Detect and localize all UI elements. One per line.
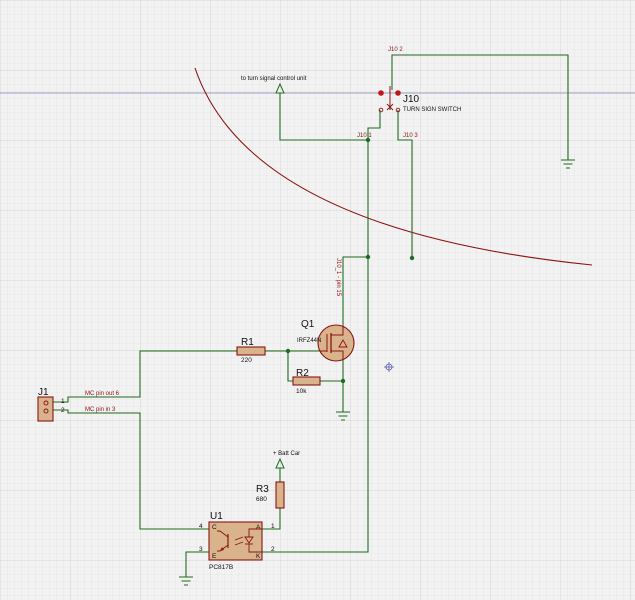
u1-value: PC817B (209, 564, 233, 571)
j10-pin3-label: J10 3 (403, 133, 418, 139)
u1-pin-k: K (256, 553, 261, 560)
wires (48, 54, 569, 577)
r2-ref: R2 (296, 368, 309, 379)
signal-label: to turn signal control unit (241, 76, 307, 82)
r1-ref: R1 (241, 337, 254, 348)
j10-ref: J10 (403, 94, 420, 105)
u1-num1: 1 (271, 523, 275, 530)
u1-light-arrow-icon (234, 541, 244, 546)
junction-dot (340, 378, 346, 384)
u1-optocoupler[interactable]: U1 PC817B C E A K 4 3 1 2 (199, 511, 275, 571)
wire-j10-2[interactable] (391, 54, 569, 160)
j10-value: TURN SIGN SWITCH (403, 107, 461, 113)
ground-symbol-right (561, 159, 575, 169)
junction-dot (285, 348, 291, 354)
u1-transistor-collector (217, 530, 229, 538)
u1-pin-a: A (256, 524, 261, 531)
j1-connector[interactable]: J1 1 2 MC pin out 6 MC pin in 3 (37, 387, 120, 422)
j1-pin-hole (43, 408, 49, 414)
j1-pin-hole (43, 400, 49, 406)
j10-contact (395, 90, 401, 96)
r2-resistor[interactable]: R2 10k (292, 368, 321, 395)
junction-dot (365, 137, 371, 143)
q1-drain-lead (331, 325, 344, 336)
q1-source-lead (331, 350, 344, 360)
u1-num3: 3 (199, 546, 203, 553)
r3-resistor[interactable]: R3 680 (256, 481, 285, 509)
wire-j1-u1[interactable] (48, 409, 209, 530)
u1-num4: 4 (199, 523, 203, 530)
r1-resistor[interactable]: R1 220 (236, 337, 266, 364)
q1-body (317, 324, 355, 362)
r3-value: 680 (256, 496, 267, 503)
r2-body (292, 376, 321, 386)
u1-led-leads (248, 528, 262, 537)
j10-pin (395, 107, 401, 113)
r2-value: 10k (296, 388, 307, 395)
j10-pin2-label: J10 2 (388, 47, 403, 53)
j10-arm (386, 103, 394, 111)
signal-port[interactable]: to turn signal control unit (241, 76, 307, 94)
j10-switch[interactable]: J10 TURN SIGN SWITCH J10 2 J10 1 J10 3 (357, 47, 461, 139)
q1-ref: Q1 (301, 319, 315, 330)
wire-j10-3[interactable] (397, 110, 413, 258)
r1-value: 220 (241, 357, 252, 364)
batt-arrow-icon (275, 457, 285, 469)
crosshair-icon (384, 362, 394, 372)
wire-gate-r2[interactable] (287, 351, 293, 382)
j1-pin1-num: 1 (61, 398, 65, 405)
u1-ref: U1 (210, 511, 223, 522)
u1-led-leads (248, 544, 262, 553)
wire-q1-drain[interactable] (342, 256, 368, 325)
r3-ref: R3 (256, 484, 269, 495)
junction-dot (365, 254, 371, 260)
j1-net2-label: MC pin in 3 (85, 407, 116, 413)
j10-1-net-label: J10_1 - pin 15 (335, 258, 341, 297)
j1-ref: J1 (38, 387, 49, 398)
r3-body (275, 481, 285, 509)
j1-pin2-num: 2 (61, 407, 65, 414)
q1-diode-icon (338, 339, 348, 348)
u1-emitter-arrow-icon (220, 547, 224, 551)
j10-contact (378, 90, 384, 96)
j10-pin1-label: J10 1 (357, 133, 372, 139)
junctions (285, 137, 415, 384)
ground-symbol-left (179, 576, 193, 586)
u1-body (208, 521, 263, 561)
ground-symbol-middle (336, 411, 350, 421)
j1-net1-label: MC pin out 6 (85, 391, 120, 397)
wire-u1-gnd[interactable] (185, 551, 209, 577)
wire-r1-j1[interactable] (48, 350, 237, 403)
wire-r3-u1[interactable] (262, 508, 281, 530)
batt-port[interactable]: + Batt Car (273, 451, 300, 469)
wire-j10-1[interactable] (262, 110, 381, 553)
r1-body (236, 346, 266, 356)
j10-pin (378, 107, 384, 113)
batt-label: + Batt Car (273, 451, 300, 457)
q1-value: IRFZ44N (297, 338, 321, 344)
u1-num2: 2 (271, 546, 275, 553)
signal-arrow-icon (275, 82, 285, 94)
u1-light-arrow-icon (234, 536, 244, 541)
u1-pin-c: C (212, 524, 217, 531)
board-outline-arc[interactable] (194, 67, 593, 266)
junction-dot (409, 255, 415, 261)
wire-signal[interactable] (279, 93, 368, 141)
u1-pin-e: E (212, 553, 217, 560)
q1-mosfet[interactable]: Q1 IRFZ44N (297, 319, 355, 362)
